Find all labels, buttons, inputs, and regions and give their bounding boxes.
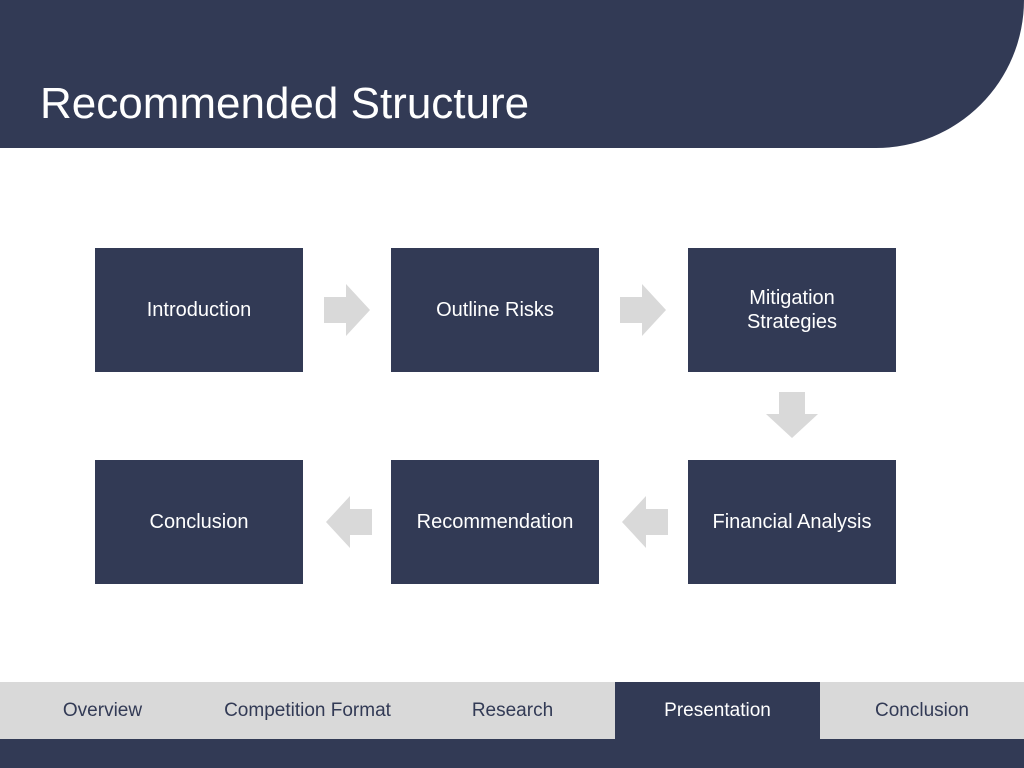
arrow-down-icon xyxy=(766,392,818,438)
arrow-right-icon xyxy=(324,284,370,336)
nav-tab-competition-format[interactable]: Competition Format xyxy=(205,682,410,739)
step-introduction: Introduction xyxy=(95,248,303,372)
arrow-left-icon xyxy=(622,496,668,548)
slide-title: Recommended Structure xyxy=(40,79,530,128)
header-banner xyxy=(0,0,1024,148)
step-mitigation-strategies: Mitigation Strategies xyxy=(688,248,896,372)
nav-tab-label: Research xyxy=(471,699,554,721)
step-recommendation: Recommendation xyxy=(391,460,599,584)
nav-tab-presentation[interactable]: Presentation xyxy=(615,682,820,739)
section-nav: Overview Competition Format Research Pre… xyxy=(0,682,1024,739)
step-label: Mitigation Strategies xyxy=(746,287,838,333)
step-label: Recommendation xyxy=(416,511,574,533)
arrow-right-icon xyxy=(620,284,666,336)
nav-tab-label: Competition Format xyxy=(224,699,391,721)
nav-tab-conclusion[interactable]: Conclusion xyxy=(820,682,1024,739)
step-label: Financial Analysis xyxy=(712,511,872,533)
step-financial-analysis: Financial Analysis xyxy=(688,460,896,584)
arrow-left-icon xyxy=(326,496,372,548)
nav-tab-label: Conclusion xyxy=(875,699,969,721)
step-outline-risks: Outline Risks xyxy=(391,248,599,372)
step-conclusion: Conclusion xyxy=(95,460,303,584)
step-label: Introduction xyxy=(146,299,252,321)
step-label: Outline Risks xyxy=(436,299,554,321)
step-label: Conclusion xyxy=(149,511,249,533)
nav-tab-overview[interactable]: Overview xyxy=(0,682,205,739)
footer-bar xyxy=(0,739,1024,768)
nav-tab-research[interactable]: Research xyxy=(410,682,615,739)
nav-tab-label: Overview xyxy=(62,699,143,721)
nav-tab-label: Presentation xyxy=(664,699,771,721)
